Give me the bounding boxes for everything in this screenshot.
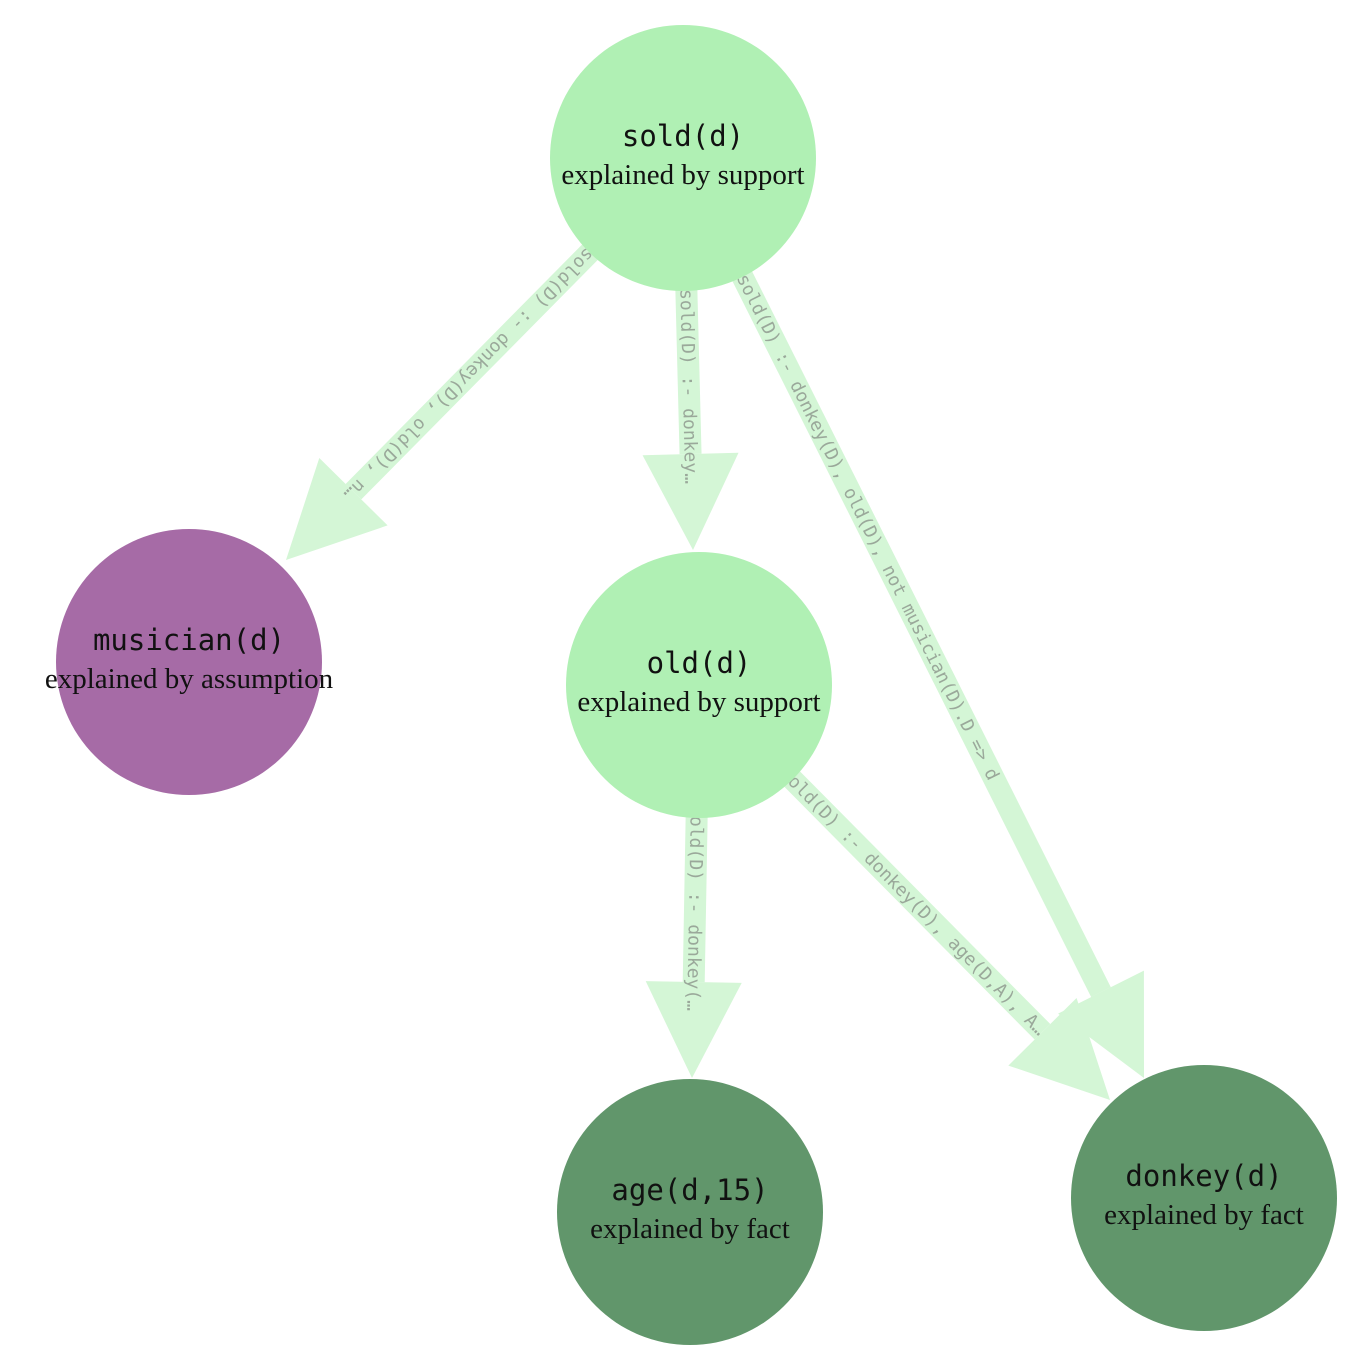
edge-label: sold(D) :- donkey(D), old(D), n… [339, 243, 598, 505]
node-explanation: explained by assumption [45, 663, 334, 695]
edge-arrowhead [642, 452, 739, 550]
node-atom: donkey(d) [1125, 1159, 1282, 1193]
node-atom: old(d) [647, 646, 752, 680]
edge-shaft [779, 766, 1051, 1040]
node-donkey[interactable]: donkey(d) explained by fact [1071, 1065, 1337, 1331]
node-circle [566, 552, 832, 818]
node-musician[interactable]: musician(d) explained by assumption [45, 529, 334, 795]
edge-label: sold(D) :- donkey… [675, 289, 701, 485]
nodes-layer: sold(d) explained by support musician(d) ex… [45, 25, 1337, 1345]
node-sold[interactable]: sold(d) explained by support [550, 25, 816, 291]
edge-shaft [729, 264, 1111, 998]
edge-shaft [682, 809, 708, 983]
node-circle [1071, 1065, 1337, 1331]
node-circle [56, 529, 322, 795]
edge-arrowhead [1008, 998, 1110, 1100]
node-circle [557, 1079, 823, 1345]
node-atom: age(d,15) [611, 1173, 768, 1207]
edge-label: old(D) :- donkey(… [682, 816, 706, 1012]
node-explanation: explained by fact [590, 1213, 790, 1245]
node-explanation: explained by fact [1104, 1199, 1304, 1231]
node-explanation: explained by support [577, 686, 820, 718]
node-circle [550, 25, 816, 291]
edge-arrowhead [286, 457, 388, 560]
node-explanation: explained by support [561, 159, 804, 191]
edge-arrowhead [1058, 970, 1144, 1078]
edge-sold-old: sold(D) :- donkey… [642, 282, 739, 550]
node-age[interactable]: age(d,15) explained by fact [557, 1079, 823, 1345]
node-atom: sold(d) [622, 119, 744, 153]
edge-sold-musician: sold(D) :- donkey(D), old(D), n… [286, 239, 603, 560]
node-atom: musician(d) [93, 623, 285, 657]
edge-arrowhead [645, 981, 742, 1078]
edge-shaft [675, 282, 702, 455]
edge-old-age: old(D) :- donkey(… [645, 809, 742, 1078]
node-old[interactable]: old(d) explained by support [566, 552, 832, 818]
edge-shaft [345, 239, 603, 500]
